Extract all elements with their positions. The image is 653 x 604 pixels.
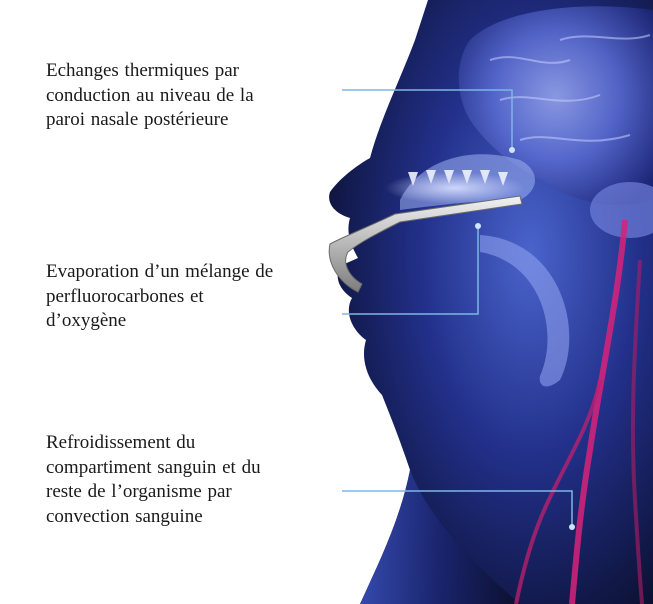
annotation-evaporation-line-3: d’oxygène bbox=[46, 309, 273, 334]
annotation-evaporation: Evaporation d’un mélange de perfluorocar… bbox=[46, 260, 273, 334]
annotation-blood-cooling: Refroidissement du compartiment sanguin … bbox=[46, 431, 261, 529]
annotation-conduction-line-2: conduction au niveau de la bbox=[46, 84, 254, 109]
annotation-blood-cooling-line-1: Refroidissement du bbox=[46, 431, 261, 456]
annotation-conduction-line-3: paroi nasale postérieure bbox=[46, 108, 254, 133]
annotation-blood-cooling-line-4: convection sanguine bbox=[46, 505, 261, 530]
annotation-evaporation-line-1: Evaporation d’un mélange de bbox=[46, 260, 273, 285]
annotation-blood-cooling-line-2: compartiment sanguin et du bbox=[46, 456, 261, 481]
annotation-conduction: Echanges thermiques par conduction au ni… bbox=[46, 59, 254, 133]
annotation-blood-cooling-line-3: reste de l’organisme par bbox=[46, 480, 261, 505]
annotation-conduction-line-1: Echanges thermiques par bbox=[46, 59, 254, 84]
annotation-evaporation-line-2: perfluorocarbones et bbox=[46, 285, 273, 310]
